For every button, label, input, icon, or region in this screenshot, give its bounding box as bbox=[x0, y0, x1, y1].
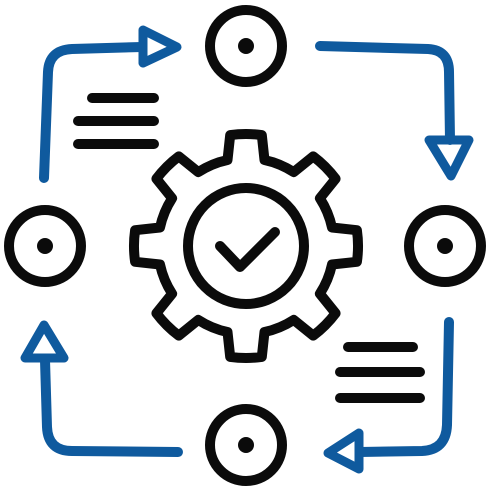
check-icon bbox=[215, 227, 280, 272]
document-group bbox=[73, 93, 425, 403]
arrow-top-left-to-top-icon bbox=[39, 25, 182, 183]
node-group bbox=[4, 5, 486, 486]
arrow-bottom-left-up-icon bbox=[20, 320, 183, 457]
arrow-bottom-right-to-bottom-icon bbox=[323, 317, 454, 474]
gear-with-check-icon bbox=[128, 128, 364, 364]
node-left-icon bbox=[4, 205, 86, 287]
arrow-group bbox=[20, 25, 474, 474]
document-lines-top-left-icon bbox=[73, 93, 159, 149]
document-lines-bottom-right-icon bbox=[335, 342, 425, 403]
gear-inner-ring bbox=[183, 183, 309, 309]
node-top-icon bbox=[205, 5, 287, 87]
gear-outline bbox=[128, 128, 364, 364]
arrow-top-right-down-icon bbox=[315, 41, 474, 181]
node-right-icon bbox=[404, 205, 486, 287]
node-bottom-icon bbox=[205, 404, 287, 486]
